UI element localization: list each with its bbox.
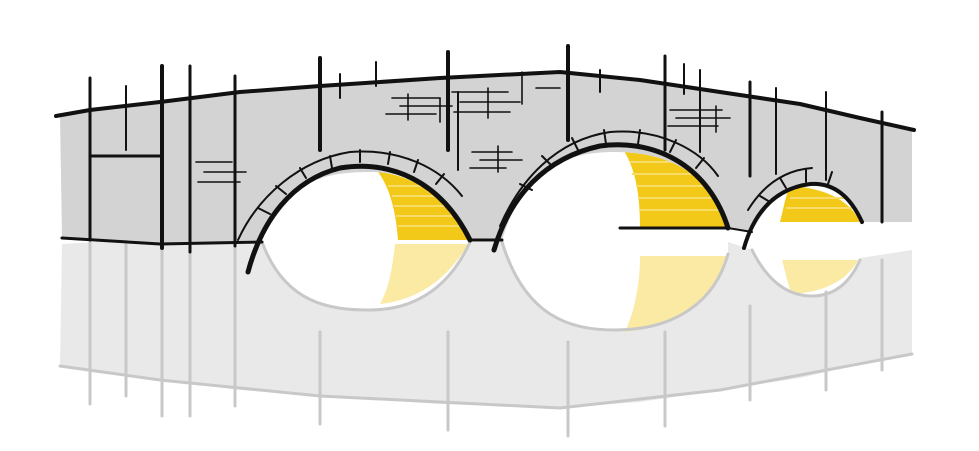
stone-bridge — [54, 44, 916, 275]
stone-joints-vertical — [88, 44, 884, 254]
arch-light-3 — [780, 186, 860, 222]
reflection-light-3 — [782, 260, 858, 294]
reflection-light-2 — [625, 256, 728, 332]
reflection-light-1 — [380, 244, 468, 304]
stone-hatching — [195, 71, 731, 183]
water-reflection — [58, 230, 914, 438]
voussoir-ticks — [257, 129, 833, 215]
